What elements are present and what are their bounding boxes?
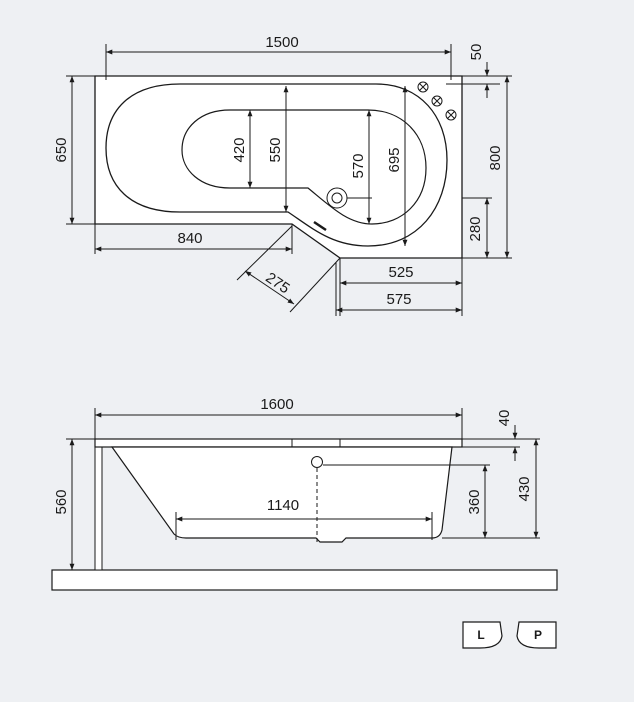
orientation-badges: L P [462, 621, 557, 649]
dim-small-length: 525 [388, 264, 413, 281]
dim-rim-top: 50 [468, 44, 485, 61]
tap-icon [417, 81, 429, 93]
side-view [51, 408, 558, 591]
plan-basin-inner [181, 109, 427, 225]
tap-icon [431, 95, 443, 107]
plan-view [66, 44, 512, 316]
support-leg [94, 446, 103, 571]
dim-inner-width: 420 [231, 137, 248, 162]
dim-inner-height: 430 [516, 476, 533, 501]
floor [51, 569, 558, 591]
overflow-slot [313, 220, 327, 232]
plan-basin-outer [105, 83, 448, 247]
dim-small-outer: 575 [386, 291, 411, 308]
badge-right-label: P [534, 628, 542, 642]
overflow [311, 456, 323, 468]
dim-total-length: 1500 [265, 34, 298, 51]
dim-deep-depth: 695 [386, 147, 403, 172]
dim-diagonal: 275 [262, 269, 292, 297]
dim-overflow-height: 360 [466, 489, 483, 514]
plan-outline [94, 75, 463, 259]
drain-inner [331, 192, 343, 204]
dim-bottom-length: 1140 [267, 497, 299, 514]
badge-right[interactable]: P [516, 621, 557, 649]
badge-left[interactable]: L [462, 621, 503, 649]
dim-rim-thickness: 40 [496, 410, 513, 427]
drain-outer [326, 187, 348, 209]
plan-labels: 1500 50 650 420 550 570 695 800 280 840 … [53, 34, 504, 308]
tap-icon [445, 109, 457, 121]
dim-front-height: 280 [467, 216, 484, 241]
dim-total-depth: 800 [487, 145, 504, 170]
side-basin [110, 446, 453, 543]
dim-front-length: 840 [177, 230, 202, 247]
side-labels: 1600 40 560 1140 360 430 [53, 396, 533, 515]
dim-height: 560 [53, 489, 70, 514]
rim [94, 438, 463, 448]
dim-drain-depth: 570 [350, 153, 367, 178]
tap-icons [417, 81, 457, 121]
badge-left-label: L [477, 628, 484, 642]
dim-inner-depth: 550 [267, 137, 284, 162]
dim-total-width: 650 [53, 137, 70, 162]
dim-side-total-length: 1600 [260, 396, 293, 413]
